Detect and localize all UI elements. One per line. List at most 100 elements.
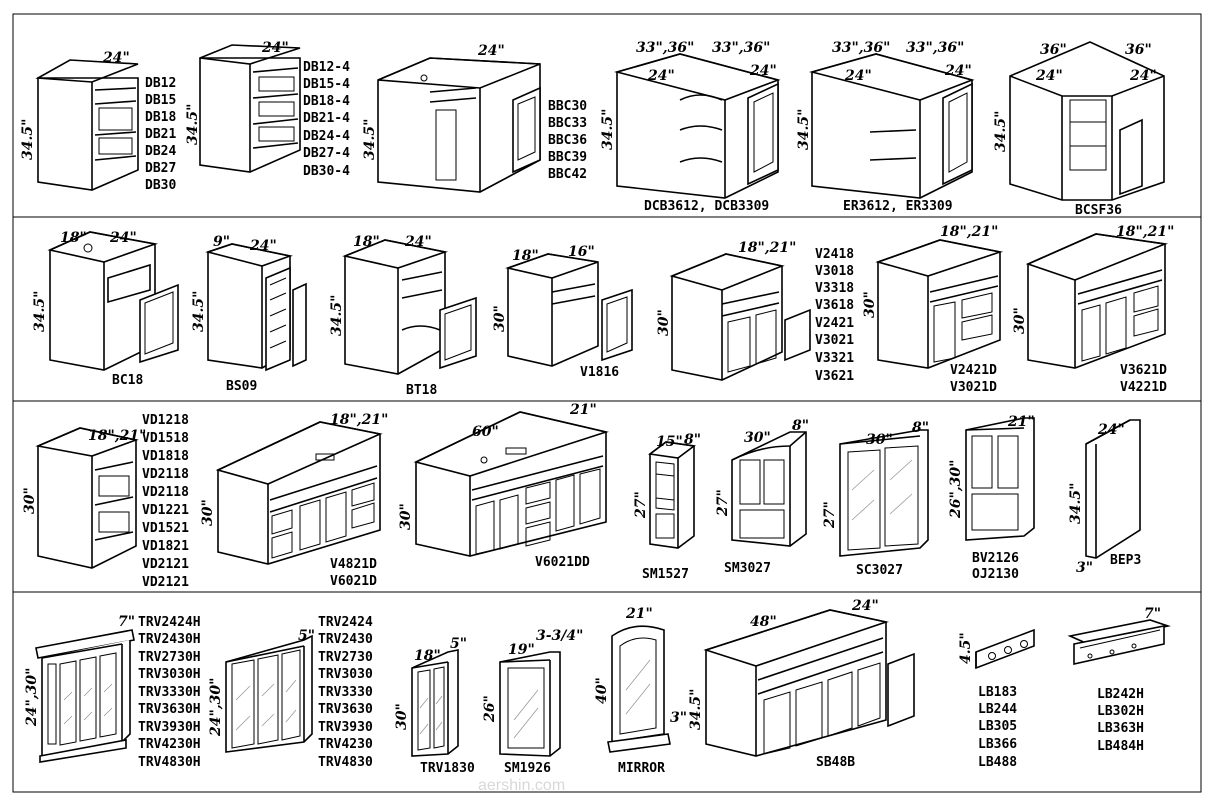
item-code: V2421D	[950, 363, 997, 378]
cabinet-bt-drawing	[342, 239, 477, 375]
item-code: BEP3	[1110, 553, 1141, 568]
item-code: V6021DD	[535, 555, 590, 570]
cabinet-vd-drawing	[35, 427, 139, 569]
item-code: BC18	[112, 373, 143, 388]
cabinet-trv-drawing	[225, 634, 313, 753]
sheet-border	[12, 13, 1202, 793]
height-dim: 30"	[200, 499, 216, 526]
item-code: DB18-4	[303, 94, 350, 109]
width-dim: 19"	[508, 642, 535, 658]
height-dim: 4.5"	[958, 632, 974, 664]
dim-left: 33",36"	[832, 40, 890, 56]
cabinet-sm3027-drawing	[731, 431, 807, 547]
item-code: DB15-4	[303, 77, 350, 92]
height-dim: 26"	[482, 695, 498, 723]
cabinet-bs-drawing	[205, 243, 307, 372]
item-code: ER3612, ER3309	[843, 199, 953, 214]
depth-dim: 24"	[851, 598, 879, 614]
height-dim: 26",30"	[948, 460, 964, 519]
height-dim: 30"	[22, 487, 38, 514]
item-code: DB30	[145, 178, 176, 193]
item-code: SB48B	[816, 755, 855, 770]
depth-dim: 18"	[353, 234, 380, 250]
item-code: BBC30	[548, 99, 587, 114]
item-code: SM1527	[642, 567, 689, 582]
depth-dim: 9"	[213, 234, 230, 250]
width-dim: 48"	[750, 614, 777, 630]
item-code: SC3027	[856, 563, 903, 578]
item-code: VD1821	[142, 539, 189, 554]
height-dim: 30"	[656, 309, 672, 336]
item-code: V3321	[815, 351, 854, 366]
dim-left: 36"	[1040, 42, 1067, 58]
height-dim: 24",30"	[24, 668, 40, 727]
item-code: LB244	[978, 702, 1017, 717]
item-code: DB18	[145, 110, 176, 125]
depth-dim: 21"	[1007, 414, 1035, 430]
width-dim: 24"	[109, 230, 137, 246]
height-dim: 30"	[394, 703, 410, 730]
depth-dim: 7"	[118, 614, 135, 630]
cabinet-v4821d-drawing	[215, 421, 383, 565]
item-code: DB27	[145, 161, 176, 176]
depth-dim: 18",21"	[1116, 224, 1174, 240]
item-code: V3018	[815, 264, 854, 279]
code-list: LB183 LB244 LB305 LB366 LB488	[978, 685, 1017, 770]
cabinet-bbc-drawing	[377, 57, 541, 193]
item-code: SM3027	[724, 561, 771, 576]
height-dim: 27"	[715, 489, 731, 517]
item-code: LB484H	[1097, 739, 1144, 754]
cabinet-v-d-large-drawing	[1025, 233, 1169, 369]
dim-right: 36"	[1125, 42, 1152, 58]
cabinet-sm1527-drawing	[647, 441, 697, 549]
item-code: DB21-4	[303, 111, 350, 126]
depth-dim: 5"	[450, 636, 467, 652]
item-code: DB21	[145, 127, 176, 142]
cabinet-trv-h-drawing	[35, 629, 135, 763]
height-dim: 34.5"	[796, 109, 812, 150]
item-code: DB24-4	[303, 129, 350, 144]
height-dim: 34.5"	[32, 291, 48, 332]
width-dim: 15"	[656, 434, 683, 450]
item-code: TRV2424H	[138, 615, 201, 630]
item-code: V3621D	[1120, 363, 1167, 378]
item-code: DB30-4	[303, 164, 350, 179]
item-code: LB366	[978, 737, 1017, 752]
cabinet-sc3027-drawing	[839, 429, 929, 557]
cabinet-dcb-drawing	[613, 53, 781, 199]
item-code: TRV4230	[318, 737, 373, 752]
item-code: V4821D	[330, 557, 377, 572]
depth-dim: 24"	[749, 63, 777, 79]
item-code: TRV2730H	[138, 650, 201, 665]
height-dim: 34.5"	[1068, 483, 1084, 524]
width-dim: 21"	[625, 606, 653, 622]
depth-dim: 18",21"	[738, 240, 796, 256]
depth-dim: 18",21"	[940, 224, 998, 240]
item-code: LB488	[978, 755, 1017, 770]
item-code: V1816	[580, 365, 619, 380]
cabinet-bcsf-drawing	[1009, 41, 1165, 201]
item-code: TRV2730	[318, 650, 373, 665]
cabinet-er-drawing	[808, 53, 975, 199]
item-code: V2418	[815, 247, 854, 262]
cabinet-v1816-drawing	[505, 253, 633, 367]
item-code: LB242H	[1097, 687, 1144, 702]
cabinet-trv1830-drawing	[411, 649, 459, 757]
width-dim: 24"	[1097, 422, 1125, 438]
height-dim: 34.5"	[362, 119, 378, 160]
thickness-dim: 3"	[1076, 560, 1093, 576]
code-list: LB242H LB302H LB363H LB484H	[1097, 687, 1144, 754]
height-dim: 34.5"	[329, 295, 345, 336]
cabinet-v6021dd-drawing	[413, 411, 609, 557]
item-code: TRV3030H	[138, 667, 201, 682]
item-code: LB305	[978, 719, 1017, 734]
height-dim: 30"	[492, 305, 508, 332]
width-dim: 16"	[568, 244, 595, 260]
item-code: VD2121	[142, 575, 189, 590]
depth-dim: 24"	[1129, 68, 1157, 84]
depth-dim: 18"	[60, 230, 87, 246]
item-code: MIRROR	[618, 761, 665, 776]
height-dim: 30"	[1012, 307, 1028, 334]
height-dim: 30"	[862, 291, 878, 318]
